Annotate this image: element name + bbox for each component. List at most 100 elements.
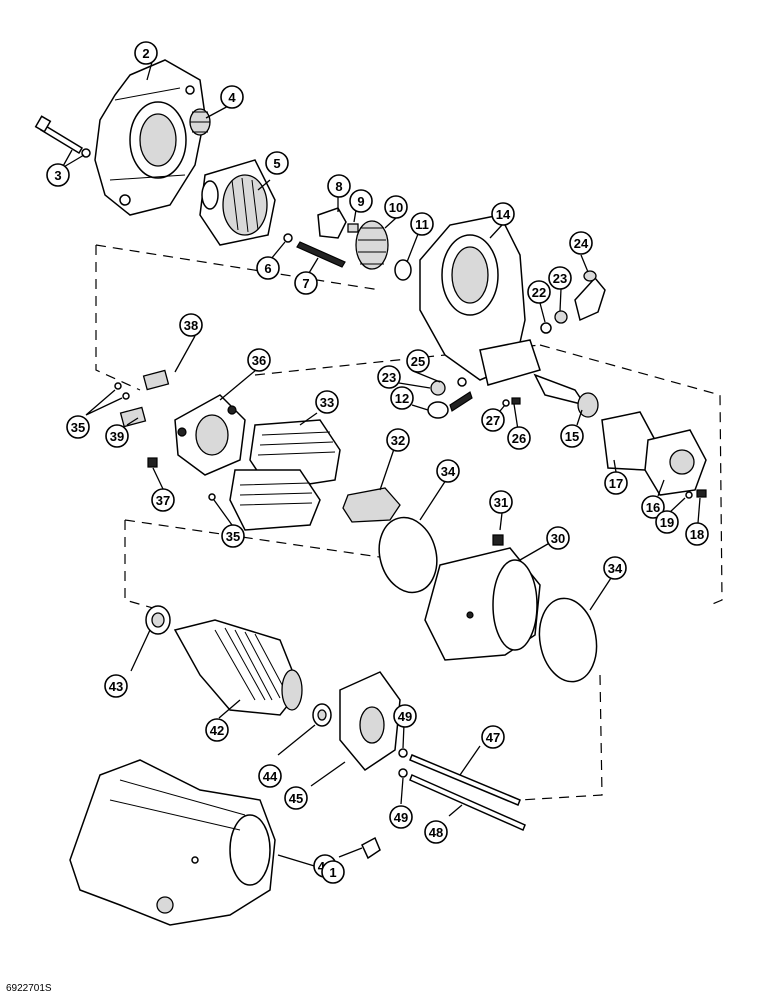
svg-text:35: 35 bbox=[71, 420, 85, 435]
end-cover-part bbox=[644, 429, 707, 496]
drive-housing-part bbox=[94, 59, 206, 216]
svg-text:4: 4 bbox=[228, 90, 236, 105]
pole-shoe-part bbox=[342, 487, 401, 523]
svg-text:6: 6 bbox=[264, 261, 271, 276]
callout-43: 43 bbox=[104, 674, 128, 698]
callout-17: 17 bbox=[604, 471, 628, 495]
callout-44: 44 bbox=[258, 764, 282, 788]
pinion-gear-part bbox=[189, 108, 211, 136]
callout-35-lower: 35 bbox=[221, 524, 245, 548]
svg-text:38: 38 bbox=[184, 318, 198, 333]
svg-text:14: 14 bbox=[496, 207, 511, 222]
screw-small-part bbox=[502, 397, 521, 407]
svg-text:44: 44 bbox=[263, 769, 278, 784]
svg-text:43: 43 bbox=[109, 679, 123, 694]
callout-8: 8 bbox=[327, 174, 351, 198]
callout-24: 24 bbox=[569, 231, 593, 255]
callout-25: 25 bbox=[406, 349, 430, 373]
terminal-part bbox=[427, 391, 473, 419]
svg-text:12: 12 bbox=[395, 391, 409, 406]
svg-text:5: 5 bbox=[273, 156, 280, 171]
callout-31: 31 bbox=[489, 490, 513, 514]
terminal-nut-left-part bbox=[430, 377, 467, 396]
screw-part bbox=[685, 489, 707, 499]
o-ring-lower-part bbox=[538, 597, 598, 683]
callout-32: 32 bbox=[386, 428, 410, 452]
callout-10: 10 bbox=[384, 195, 408, 219]
callout-37: 37 bbox=[151, 488, 175, 512]
leader-lines bbox=[61, 61, 701, 869]
callout-47: 47 bbox=[481, 725, 505, 749]
callout-11: 11 bbox=[410, 212, 434, 236]
svg-text:39: 39 bbox=[110, 429, 124, 444]
callout-26: 26 bbox=[507, 426, 531, 450]
callout-39: 39 bbox=[105, 424, 129, 448]
callout-19: 19 bbox=[655, 510, 679, 534]
brush-part bbox=[119, 369, 170, 428]
clutch-drive-part bbox=[199, 159, 276, 246]
svg-text:49: 49 bbox=[394, 810, 408, 825]
svg-text:31: 31 bbox=[494, 495, 508, 510]
rear-bearing-part bbox=[312, 703, 332, 727]
svg-text:16: 16 bbox=[646, 500, 660, 515]
svg-text:23: 23 bbox=[553, 271, 567, 286]
svg-text:22: 22 bbox=[532, 285, 546, 300]
callout-15: 15 bbox=[560, 424, 584, 448]
svg-text:34: 34 bbox=[608, 561, 623, 576]
callout-7: 7 bbox=[294, 271, 318, 295]
callout-23-left: 23 bbox=[377, 365, 401, 389]
brush-holder-part bbox=[174, 394, 246, 476]
end-frame-part bbox=[339, 671, 401, 771]
svg-text:30: 30 bbox=[551, 531, 565, 546]
callout-9: 9 bbox=[349, 189, 373, 213]
terminal-nut-part bbox=[540, 270, 606, 334]
washer-part bbox=[394, 259, 412, 281]
plug-part bbox=[361, 836, 381, 860]
svg-text:34: 34 bbox=[441, 464, 456, 479]
retainer-part bbox=[317, 207, 359, 239]
field-coil-part bbox=[229, 419, 341, 531]
svg-text:35: 35 bbox=[226, 529, 240, 544]
idler-gear-part bbox=[355, 220, 389, 270]
callout-49-lower: 49 bbox=[389, 805, 413, 829]
callout-34-upper: 34 bbox=[436, 459, 460, 483]
callout-18: 18 bbox=[685, 522, 709, 546]
svg-text:47: 47 bbox=[486, 730, 500, 745]
callout-36: 36 bbox=[247, 348, 271, 372]
callout-30: 30 bbox=[546, 526, 570, 550]
callout-42: 42 bbox=[205, 718, 229, 742]
callout-22: 22 bbox=[527, 280, 551, 304]
svg-text:37: 37 bbox=[156, 493, 170, 508]
svg-text:33: 33 bbox=[320, 395, 334, 410]
armature-part bbox=[173, 619, 303, 716]
svg-text:32: 32 bbox=[391, 433, 405, 448]
callout-16: 16 bbox=[641, 495, 665, 519]
svg-text:8: 8 bbox=[335, 179, 342, 194]
svg-text:48: 48 bbox=[429, 825, 443, 840]
callout-6: 6 bbox=[256, 256, 280, 280]
callout-33: 33 bbox=[315, 390, 339, 414]
callout-23-right: 23 bbox=[548, 266, 572, 290]
svg-text:9: 9 bbox=[357, 194, 364, 209]
plug-screw-part bbox=[492, 534, 504, 546]
reference-code: 6922701S bbox=[6, 983, 52, 994]
svg-text:36: 36 bbox=[252, 353, 266, 368]
callout-labels: 2 4 3 5 6 7 8 9 10 11 14 24 22 23 25 23 … bbox=[46, 41, 709, 884]
svg-text:10: 10 bbox=[389, 200, 403, 215]
svg-text:42: 42 bbox=[210, 723, 224, 738]
svg-text:45: 45 bbox=[289, 791, 303, 806]
steel-ball-part bbox=[283, 233, 293, 243]
plunger-part bbox=[533, 373, 599, 418]
svg-text:26: 26 bbox=[512, 431, 526, 446]
callout-1: 1 bbox=[321, 860, 345, 884]
bolt-part bbox=[34, 115, 91, 158]
callout-2: 2 bbox=[134, 41, 158, 65]
svg-text:24: 24 bbox=[574, 236, 589, 251]
callout-14: 14 bbox=[491, 202, 515, 226]
svg-text:49: 49 bbox=[398, 709, 412, 724]
svg-text:17: 17 bbox=[609, 476, 623, 491]
callout-35-upper: 35 bbox=[66, 415, 90, 439]
svg-text:27: 27 bbox=[486, 413, 500, 428]
front-bearing-part bbox=[145, 605, 171, 635]
